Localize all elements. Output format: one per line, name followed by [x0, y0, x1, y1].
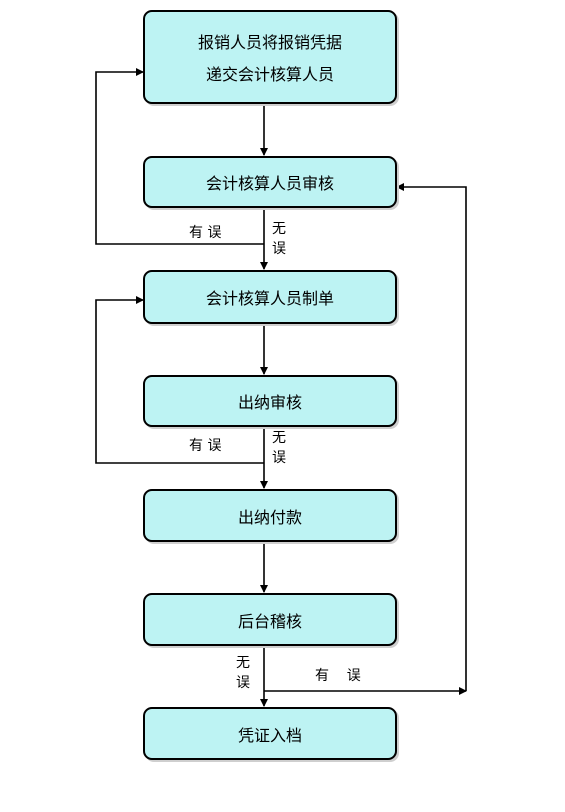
label-ok-1: 无 误 — [270, 219, 288, 259]
label-error-2: 有 误 — [189, 438, 222, 454]
error-loop-to-step3 — [95, 296, 264, 464]
label-error-1: 有 误 — [189, 225, 222, 241]
label-ok-3-a: 无 — [236, 655, 250, 671]
label-ok-3: 无 误 — [234, 653, 252, 693]
step-archive-voucher: 凭证入档 — [143, 707, 397, 760]
label-ok-1-b: 误 — [272, 241, 286, 257]
step-submit-line1: 报销人员将报销凭据 — [197, 32, 342, 52]
step-submit-line2: 递交会计核算人员 — [205, 65, 334, 85]
label-ok-1-a: 无 — [272, 221, 286, 237]
label-ok-3-b: 误 — [236, 675, 250, 691]
step-accountant-review: 会计核算人员审核 — [143, 156, 397, 208]
label-ok-2-a: 无 — [272, 430, 286, 446]
step-cashier-payment: 出纳付款 — [143, 489, 397, 542]
label-ok-2-b: 误 — [272, 450, 286, 466]
step-cashier-review: 出纳审核 — [143, 375, 397, 427]
error-loop-to-step2 — [396, 183, 467, 691]
error-loop-to-step1 — [95, 68, 264, 245]
label-ok-2: 无 误 — [270, 428, 288, 468]
step-backoffice-audit: 后台稽核 — [143, 593, 397, 646]
label-error-3: 有 误 — [315, 668, 361, 684]
step-accountant-voucher: 会计核算人员制单 — [143, 270, 397, 324]
step-submit-vouchers: 报销人员将报销凭据 递交会计核算人员 — [143, 10, 397, 104]
